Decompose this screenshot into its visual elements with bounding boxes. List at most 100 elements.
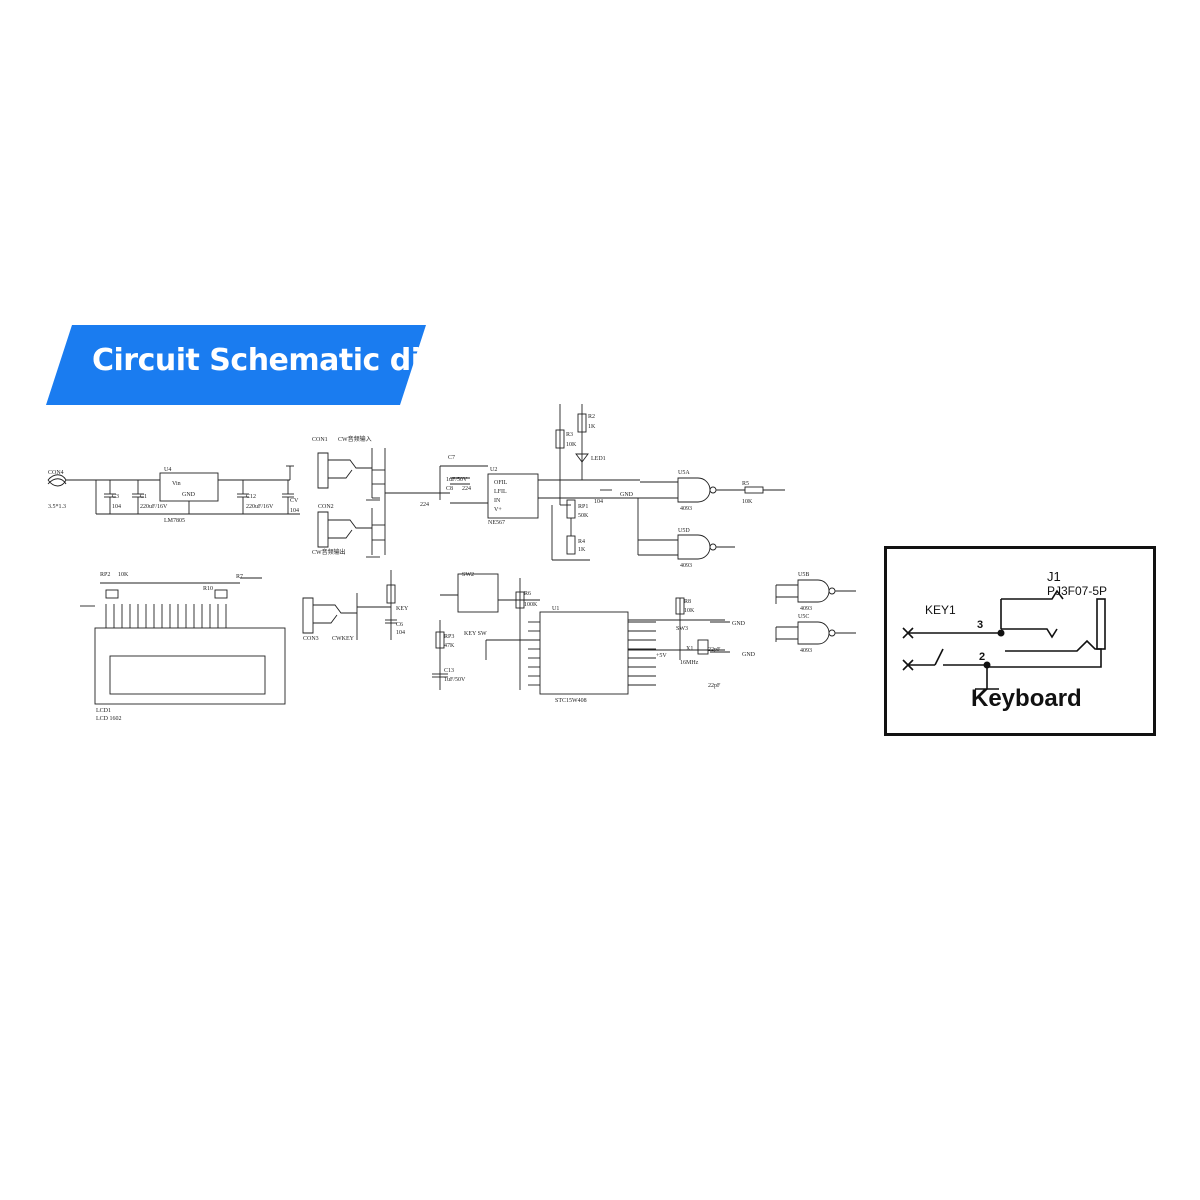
terminal-x-bottom-icon — [902, 659, 914, 671]
lcd-section — [80, 577, 286, 705]
gnd-label-1: GND — [620, 492, 634, 498]
key-sw-label: KEY SW — [464, 631, 487, 637]
pin-3-label: 3 — [977, 619, 984, 631]
rp1-value: 50K — [578, 513, 589, 519]
r3-label: R3 — [566, 432, 573, 438]
diagram-title: Circuit Schematic diagram — [92, 343, 527, 378]
c11-value: 22pF — [708, 683, 721, 689]
rp2-value: 10K — [118, 572, 129, 578]
r7-label: R7 — [236, 574, 243, 580]
lcd1-label: LCD1 — [96, 708, 111, 714]
c3-value: 104 — [112, 504, 121, 510]
audio-connectors-section — [317, 448, 450, 558]
r8-label: R8 — [684, 599, 691, 605]
lcd-pins — [105, 604, 227, 628]
r10-label: R10 — [203, 586, 213, 592]
c7-label: C7 — [448, 455, 455, 461]
con2-label: CON2 — [318, 504, 334, 510]
u2-pin-vplus: V+ — [494, 507, 502, 513]
u2-label: U2 — [490, 467, 497, 473]
r5-label: R5 — [742, 481, 749, 487]
jack-sleeve — [987, 639, 1102, 668]
u5b-label: U5B — [798, 572, 809, 578]
gnd-label-2: GND — [732, 621, 746, 627]
tone-decoder-section — [439, 404, 640, 561]
c6-value: 104 — [396, 630, 405, 636]
key1-label: KEY1 — [925, 603, 956, 617]
pin-2-label: 2 — [979, 651, 986, 663]
rp2-label: RP2 — [100, 572, 110, 578]
u2-pin-in: IN — [494, 498, 501, 504]
r6-label: R6 — [524, 591, 531, 597]
led1-label: LED1 — [591, 456, 606, 462]
c8-label: C8 — [446, 486, 453, 492]
r6-value: 100K — [524, 602, 538, 608]
key-input-section — [302, 570, 397, 640]
key-label: KEY — [396, 606, 409, 612]
keyboard-caption: Keyboard — [971, 685, 1082, 712]
con3-label: CON3 — [303, 636, 319, 642]
u5d-ic: 4093 — [680, 563, 692, 569]
sw3-label: SW3 — [676, 626, 688, 632]
con4-value: 3.5*1.3 — [48, 504, 66, 510]
c13-value: 1uF/50V — [444, 677, 466, 683]
u5a-ic: 4093 — [680, 506, 692, 512]
gnd-label-3: GND — [742, 652, 756, 658]
u1-name: STC15W408 — [555, 698, 587, 704]
lcd1-name: LCD 1602 — [96, 716, 122, 722]
cv-label: CV — [290, 498, 299, 504]
keyboard-schematic — [902, 589, 1106, 690]
u2-pin-lfil: LFIL — [494, 489, 507, 495]
r3-value: 10K — [566, 442, 577, 448]
u5d-label: U5D — [678, 528, 690, 534]
x1-label: X1 — [686, 646, 693, 652]
jack-part-number: PJ3F07-5P — [1047, 584, 1108, 598]
jack-body — [1096, 598, 1106, 650]
r2-label: R2 — [588, 414, 595, 420]
keyboard-inset: J1 PJ3F07-5P KEY1 3 2 Keyboard — [884, 546, 1156, 736]
con4-label: CON4 — [48, 470, 64, 476]
power-supply-section — [47, 465, 300, 515]
j1-label: J1 — [1047, 569, 1061, 584]
u2-pin-ofil: OFIL — [494, 480, 508, 486]
junction-dot-bottom — [983, 661, 991, 669]
u2-name: NE567 — [488, 520, 505, 526]
junction-dot-top — [997, 629, 1005, 637]
u5a-label: U5A — [678, 470, 690, 476]
u5b-ic: 4093 — [800, 606, 812, 612]
jack-contact-top — [1001, 589, 1064, 600]
con2-note: CW音频输出 — [312, 548, 346, 556]
r8-value: 10K — [684, 608, 695, 614]
cv-value: 104 — [290, 508, 299, 514]
u1-label: U1 — [552, 606, 559, 612]
plus5v-label: +5V — [656, 653, 667, 659]
c6-label: C6 — [396, 622, 403, 628]
r2-value: 1K — [588, 424, 596, 430]
banner-shape — [46, 325, 426, 405]
c12-label: C12 — [246, 494, 256, 500]
title-banner — [46, 325, 426, 405]
rp1-label: RP1 — [578, 504, 588, 510]
x1-value: 16MHz — [680, 660, 699, 666]
c3-label: C3 — [112, 494, 119, 500]
nand-gates-section — [637, 477, 785, 560]
c7-value: 1uF/50V — [446, 477, 468, 483]
u4-gnd: GND — [182, 492, 196, 498]
u4-vin: Vin — [172, 481, 181, 487]
con1-note: CW音频输入 — [338, 435, 372, 443]
c1-value: 220uF/16V — [140, 504, 168, 510]
key-switch-lever — [934, 648, 944, 666]
c12-value: 220uF/16V — [246, 504, 274, 510]
output-gates-section — [775, 579, 856, 645]
u5c-label: U5C — [798, 614, 809, 620]
r4-value: 1K — [578, 547, 586, 553]
u5c-ic: 4093 — [800, 648, 812, 654]
sw2-label: SW2 — [462, 572, 474, 578]
regulator-name: LM7805 — [164, 518, 185, 524]
mcu-section — [432, 573, 730, 695]
c4-value: 224 — [420, 502, 429, 508]
c13-label: C13 — [444, 668, 454, 674]
u4-label: U4 — [164, 467, 171, 473]
rp3-label: RP3 — [444, 634, 454, 640]
